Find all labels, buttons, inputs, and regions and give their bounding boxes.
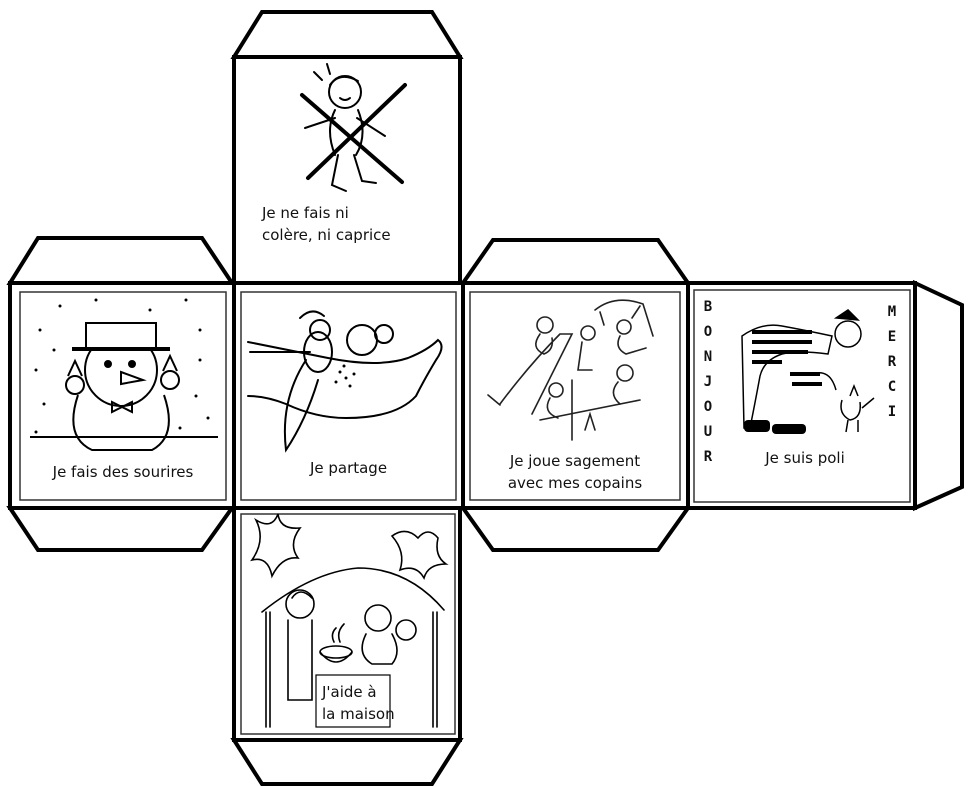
hand-feeding-birds-icon [247,310,443,453]
face-right [461,281,690,510]
bottom-face-caption: J'aide à la maison [322,681,395,725]
tab-right-bottom [459,506,692,552]
tab-bottom [230,738,464,786]
left-face-caption: Je fais des sourires [52,463,194,481]
face-far-right [686,281,917,510]
tab-far-right [913,279,964,512]
clown-bowing-dog-icon [741,309,875,434]
right-face-caption: Je joue sagement avec mes copains [470,450,680,494]
tab-left-bottom [6,506,236,552]
bonjour-vertical-word: B O N J O U R [703,299,713,465]
bottom-caption-line-1: J'aide à [322,683,377,701]
right-caption-line-2: avec mes copains [507,474,643,492]
top-face-caption: Je ne fais ni colère, ni caprice [262,202,391,246]
bottom-caption-line-2: la maison [322,705,395,723]
face-center [232,281,465,510]
far-right-face-caption: Je suis poli [765,449,845,467]
merci-vertical-word: M E R C I [887,304,897,420]
tab-right-top [459,238,692,285]
kitchen-children-icon [250,513,449,728]
snow-dots [34,298,210,434]
tab-left-top [6,236,236,285]
crossed-out-tantrum-child-icon [300,63,407,192]
center-face-caption: Je partage [309,459,388,477]
tab-top [230,10,464,59]
top-caption-line-2: colère, ni caprice [262,226,391,244]
playground-children-icon [487,299,654,441]
top-caption-line-1: Je ne fais ni [262,204,349,222]
face-top [232,55,462,285]
snowman-icon [30,322,218,451]
right-caption-line-1: Je joue sagement [509,452,641,470]
